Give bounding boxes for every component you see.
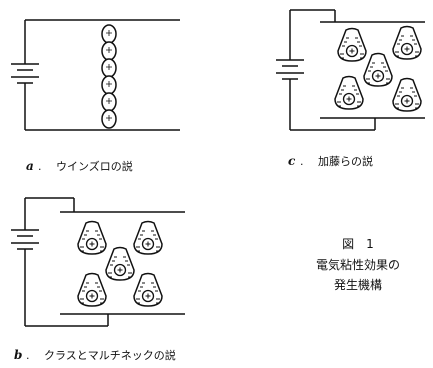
panel-c-letter: c [288, 154, 296, 168]
panel-b-letter: b [14, 348, 22, 362]
svg-text:.: . [300, 155, 304, 168]
panel-c-caption: 加藤らの説 [318, 154, 373, 168]
panel-b-diagram [11, 197, 185, 327]
battery-b [11, 198, 39, 326]
figure-label: 図 1 [342, 237, 374, 251]
panel-b-caption: クラスとマルチネックの説 [44, 348, 176, 362]
panel-a-diagram [11, 19, 180, 131]
panel-c-diagram [276, 9, 425, 131]
figure-title-line2: 発生機構 [334, 277, 382, 292]
svg-text:.: . [26, 349, 30, 362]
battery-c [276, 10, 304, 130]
electrodes-c [290, 9, 425, 131]
particles-b [77, 220, 163, 307]
panel-a-letter: a [26, 159, 34, 173]
battery-a [11, 20, 39, 130]
panel-a-caption: ウインズロの説 [56, 159, 133, 173]
svg-text:.: . [38, 160, 42, 173]
particle-chain-a [101, 24, 117, 129]
figure-title-line1: 電気粘性効果の [316, 257, 400, 272]
particles-c [334, 25, 422, 112]
electrodes-b [25, 197, 185, 327]
wires-a [25, 19, 180, 131]
